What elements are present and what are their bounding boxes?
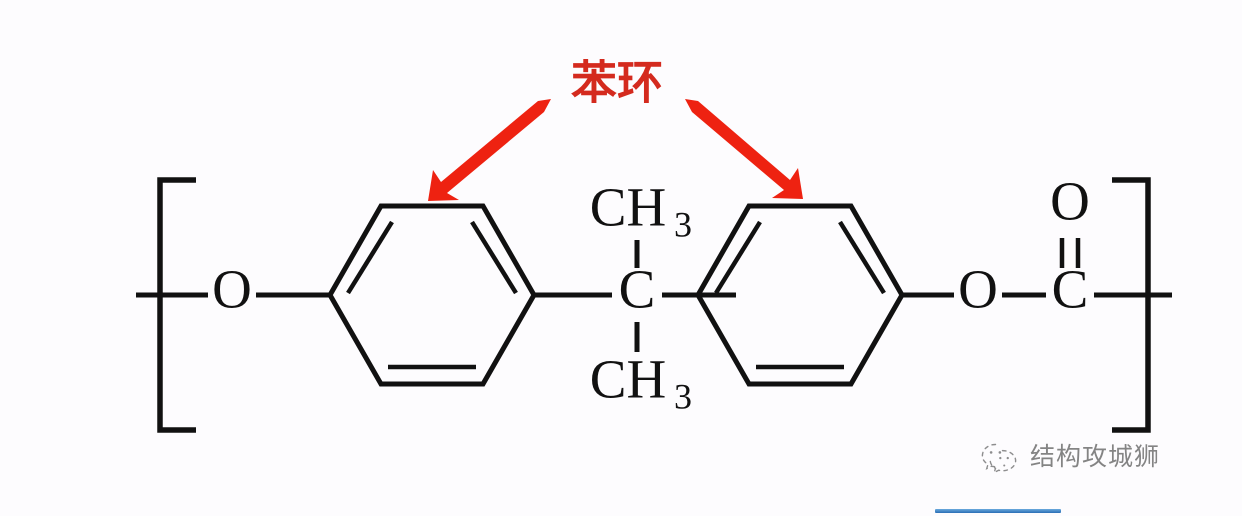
- methyl-top-text: CH: [590, 177, 666, 238]
- annotation-arrow-left-icon: [428, 99, 551, 201]
- annotation-label-text: 苯环: [571, 56, 663, 110]
- benzene-ring-left: [327, 203, 537, 387]
- atom-label-carbonyl-oxygen: O: [1050, 171, 1090, 232]
- methyl-bottom-subscript: 3: [674, 376, 692, 416]
- ether-oxygen-left-text: O: [212, 259, 252, 320]
- left-bracket: [157, 177, 196, 433]
- bottom-blue-rule: [935, 509, 1061, 513]
- double-bond-carbonyl: [1059, 238, 1081, 268]
- annotation-arrow-right-icon: [685, 99, 803, 199]
- atom-label-ester-oxygen: O: [958, 259, 998, 320]
- quaternary-carbon-text: C: [619, 259, 656, 320]
- atom-label-ether-oxygen-left: O: [212, 259, 252, 320]
- right-bracket: [1112, 177, 1151, 433]
- carbonyl-oxygen-text: O: [1050, 171, 1090, 232]
- atom-label-carbonyl-carbon: C: [1052, 259, 1089, 320]
- methyl-top-subscript: 3: [674, 204, 692, 244]
- methyl-bottom-text: CH: [590, 349, 666, 410]
- watermark-label: 结构攻城狮: [1030, 442, 1161, 471]
- wechat-icon: [981, 443, 1017, 474]
- carbonyl-carbon-text: C: [1052, 259, 1089, 320]
- watermark: 结构攻城狮: [978, 434, 1160, 476]
- atom-label-quaternary-carbon: C: [619, 259, 656, 320]
- annotation-label-benzene-ring: 苯环: [571, 56, 663, 110]
- atom-label-methyl-bottom: CH 3: [590, 349, 692, 417]
- atom-label-methyl-top: CH 3: [590, 177, 692, 245]
- ester-oxygen-text: O: [958, 259, 998, 320]
